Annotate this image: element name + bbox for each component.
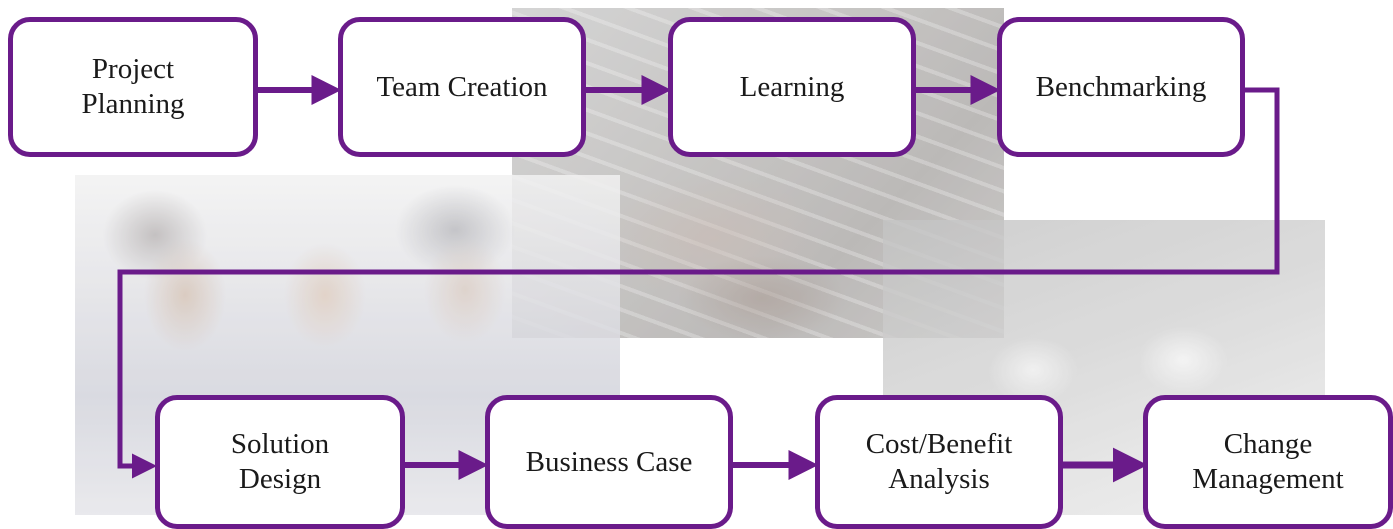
arrow-benchmarking-to-solution: [117, 87, 1280, 479]
step-benchmarking: Benchmarking: [997, 17, 1245, 157]
step-label: Team Creation: [376, 70, 548, 103]
step-label: Learning: [739, 70, 845, 103]
step-cost-benefit-analysis: Cost/Benefit Analysis: [815, 395, 1063, 529]
step-business-case: Business Case: [485, 395, 733, 529]
step-label: Project Planning: [81, 53, 185, 120]
step-label: Business Case: [525, 445, 693, 478]
step-label: Cost/Benefit Analysis: [865, 428, 1013, 495]
step-change-management: Change Management: [1143, 395, 1393, 529]
step-label: Benchmarking: [1035, 70, 1207, 103]
step-team-creation: Team Creation: [338, 17, 586, 157]
step-solution-design: Solution Design: [155, 395, 405, 529]
step-label: Change Management: [1192, 428, 1344, 495]
step-learning: Learning: [668, 17, 916, 157]
step-project-planning: Project Planning: [8, 17, 258, 157]
step-label: Solution Design: [230, 428, 330, 495]
